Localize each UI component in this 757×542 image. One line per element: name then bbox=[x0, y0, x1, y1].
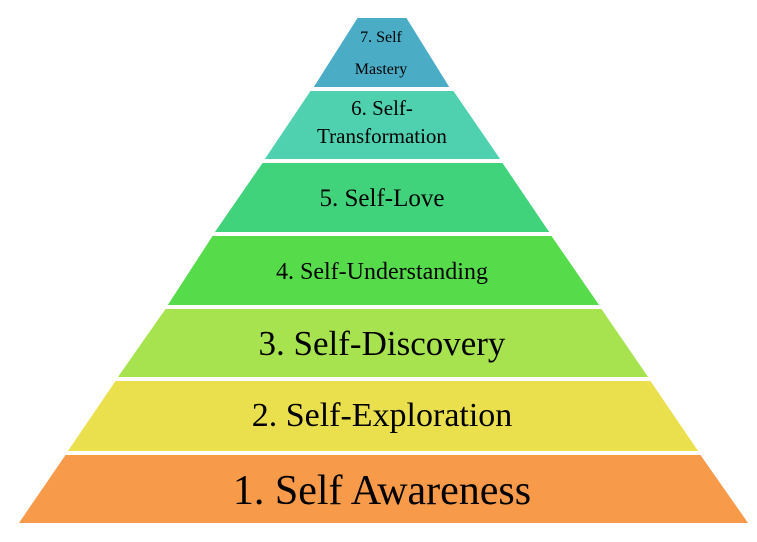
level-5-label: 5. Self-Love bbox=[320, 185, 445, 212]
level-3-label: 3. Self-Discovery bbox=[259, 324, 506, 363]
pyramid-level-4: 4. Self-Understanding bbox=[164, 234, 603, 307]
level-7-shape bbox=[310, 16, 453, 89]
level-6-shape bbox=[261, 89, 504, 161]
level-5-shape bbox=[211, 161, 553, 234]
pyramid-level-6: 6. Self- Transformation bbox=[261, 89, 504, 161]
level-6-label-line2: Transformation bbox=[317, 124, 447, 148]
level-2-shape bbox=[64, 379, 702, 453]
pyramid-level-2: 2. Self-Exploration bbox=[64, 379, 702, 453]
level-1-shape bbox=[15, 453, 752, 525]
level-7-label-line2: Mastery bbox=[355, 61, 407, 78]
level-7-label-line1: 7. Self bbox=[360, 29, 402, 46]
pyramid-level-3: 3. Self-Discovery bbox=[114, 307, 652, 379]
level-3-shape bbox=[114, 307, 652, 379]
pyramid-level-1: 1. Self Awareness bbox=[15, 453, 752, 525]
level-2-label: 2. Self-Exploration bbox=[252, 397, 513, 434]
level-4-shape bbox=[164, 234, 603, 307]
level-1-label: 1. Self Awareness bbox=[233, 468, 531, 514]
pyramid-level-7: 7. Self Mastery bbox=[310, 16, 453, 89]
pyramid-level-5: 5. Self-Love bbox=[211, 161, 553, 234]
level-4-label: 4. Self-Understanding bbox=[276, 259, 488, 285]
level-6-label-line1: 6. Self- bbox=[351, 96, 413, 120]
